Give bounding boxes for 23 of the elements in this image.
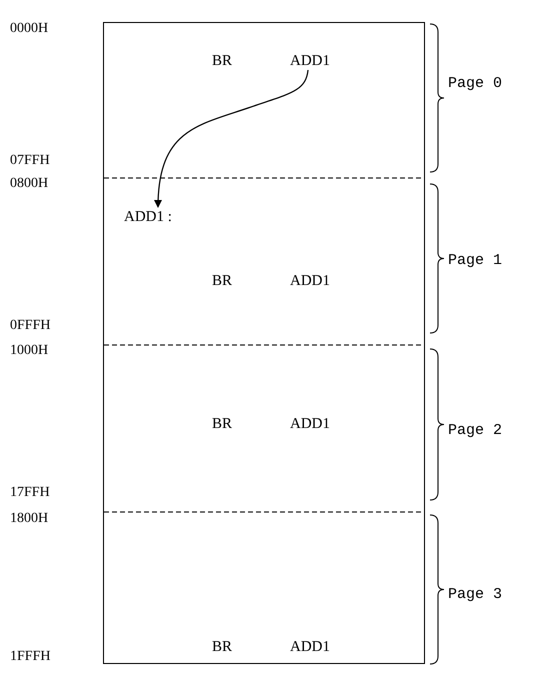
instruction-text: BR xyxy=(212,638,232,656)
address-label: 0FFFH xyxy=(10,317,50,335)
instruction-text: BR xyxy=(212,52,232,70)
address-label: 1800H xyxy=(10,510,48,528)
page-label: Page 1 xyxy=(448,252,502,270)
instruction-text: ADD1 xyxy=(290,415,330,433)
address-label: 1000H xyxy=(10,342,48,360)
page-label: Page 2 xyxy=(448,422,502,440)
address-label: 0000H xyxy=(10,20,48,38)
address-label: 1FFFH xyxy=(10,648,50,666)
instruction-text: ADD1 xyxy=(290,272,330,290)
arrow xyxy=(154,70,309,208)
instruction-text: BR xyxy=(212,272,232,290)
label-text: ADD1 xyxy=(290,52,330,70)
instruction-text: ADD1 xyxy=(290,638,330,656)
address-label: 07FFH xyxy=(10,152,50,170)
page-label: Page 3 xyxy=(448,586,502,604)
memory-map-box xyxy=(103,22,425,664)
instruction-text: BR xyxy=(212,415,232,433)
page-label: Page 0 xyxy=(448,75,502,93)
address-label: 17FFH xyxy=(10,484,50,502)
address-label: 0800H xyxy=(10,175,48,193)
label-text: ADD1 : xyxy=(124,208,172,226)
